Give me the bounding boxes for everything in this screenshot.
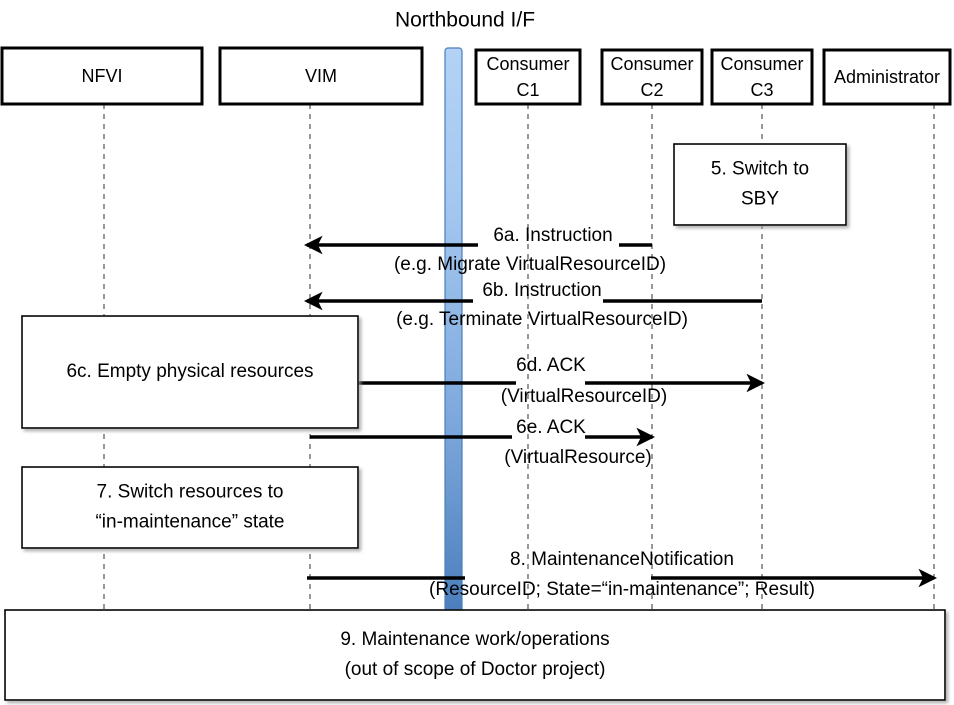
actor-label-nfvi: NFVI — [81, 66, 122, 86]
actor-box-admin — [822, 48, 952, 106]
note-6c-box — [21, 315, 359, 429]
msg-8-label-line2: (ResourceID; State=“in-maintenance”; Res… — [429, 579, 815, 600]
actor-sublabel-c3: C3 — [750, 80, 773, 100]
msg-6b-label-line2: (e.g. Terminate VirtualResourceID) — [396, 309, 688, 330]
note-7[interactable]: 7. Switch resources to “in-maintenance” s… — [21, 466, 359, 549]
note-6c-line-1: 6c. Empty physical resources — [66, 361, 313, 382]
actor-label-c3: Consumer — [720, 54, 803, 74]
actor-label-admin: Administrator — [834, 67, 940, 87]
actor-vim[interactable]: VIM — [218, 46, 424, 106]
msg-6a[interactable]: 6a. Instruction (e.g. Migrate VirtualReso… — [303, 225, 666, 275]
msg-6a-label-line2: (e.g. Migrate VirtualResourceID) — [394, 254, 666, 275]
actor-box-c3 — [710, 48, 814, 106]
actor-box-c1 — [474, 48, 582, 106]
actor-box-vim — [218, 46, 424, 106]
note-5-line-2: SBY — [741, 189, 779, 210]
msg-6d-label-line2: (VirtualResourceID) — [501, 386, 667, 407]
actor-label-c2: Consumer — [610, 54, 693, 74]
note-9-line-1: 9. Maintenance work/operations — [340, 629, 609, 650]
msg-6a-label-line1: 6a. Instruction — [493, 225, 612, 246]
actor-sublabel-c1: C1 — [516, 80, 539, 100]
actor-sublabel-c2: C2 — [640, 80, 663, 100]
msg-6b[interactable]: 6b. Instruction (e.g. Terminate VirtualRe… — [303, 280, 762, 330]
msg-8[interactable]: 8. MaintenanceNotification (ResourceID; S… — [307, 549, 938, 600]
note-7-line-1: 7. Switch resources to — [97, 482, 284, 503]
note-7-line-2: “in-maintenance” state — [95, 512, 284, 533]
msg-6e[interactable]: 6e. ACK (VirtualResource) — [310, 417, 656, 468]
northbound-interface-bar — [444, 47, 463, 615]
actor-label-c1: Consumer — [486, 54, 569, 74]
msg-6d-label-line1: 6d. ACK — [516, 355, 586, 376]
actor-nfvi[interactable]: NFVI — [0, 46, 204, 106]
actor-box-nfvi — [0, 46, 204, 106]
messages-group: 6a. Instruction (e.g. Migrate VirtualReso… — [303, 225, 938, 600]
note-9-line-2: (out of scope of Doctor project) — [345, 659, 606, 680]
actor-label-vim: VIM — [305, 66, 337, 86]
msg-6b-label-line1: 6b. Instruction — [482, 280, 601, 301]
note-5-line-1: 5. Switch to — [711, 159, 809, 180]
northbound-if-bar-fill — [445, 48, 462, 614]
note-5[interactable]: 5. Switch to SBY — [673, 143, 847, 226]
msg-6e-label-line1: 6e. ACK — [516, 417, 586, 438]
note-6c[interactable]: 6c. Empty physical resources — [21, 315, 359, 429]
note-9[interactable]: 9. Maintenance work/operations (out of sc… — [4, 609, 946, 701]
msg-6e-label-line2: (VirtualResource) — [504, 447, 651, 468]
msg-8-label-line1: 8. MaintenanceNotification — [510, 549, 734, 570]
page-title: Northbound I/F — [395, 9, 535, 32]
notes-group: 5. Switch to SBY 6c. Empty physical resour… — [4, 143, 946, 701]
note-9-box — [4, 609, 946, 701]
note-7-box — [21, 466, 359, 549]
note-5-box — [673, 143, 847, 226]
actor-box-c2 — [600, 48, 704, 106]
actor-admin[interactable]: Administrator — [822, 48, 952, 106]
msg-6d[interactable]: 6d. ACK (VirtualResourceID) — [358, 355, 766, 407]
